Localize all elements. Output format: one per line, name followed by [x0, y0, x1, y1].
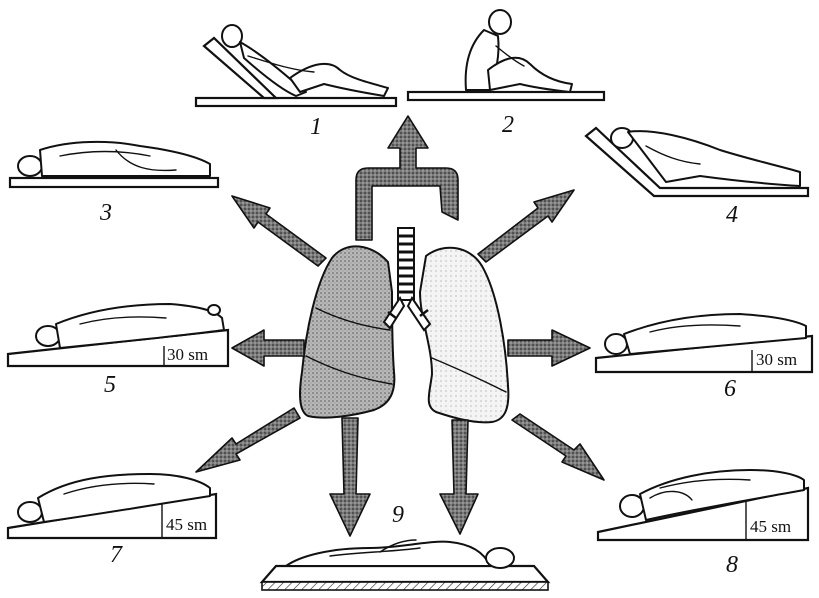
drainage-arrow-6 — [508, 330, 590, 366]
position-5: 30 sm 5 — [8, 304, 228, 398]
drainage-arrow-9b — [440, 420, 478, 534]
elevation-label: 30 sm — [756, 350, 797, 369]
position-6: 30 sm 6 — [596, 314, 812, 402]
patient-figure — [286, 540, 514, 568]
bed-board — [196, 98, 396, 106]
position-label: 7 — [110, 542, 123, 568]
position-4: 4 — [586, 128, 808, 228]
position-label: 2 — [502, 112, 514, 138]
elevation-label: 30 sm — [167, 345, 208, 364]
drainage-arrow-9a — [330, 418, 370, 536]
position-label: 1 — [310, 114, 322, 140]
lungs-trachea-illustration — [300, 228, 508, 422]
patient-figure — [222, 25, 388, 96]
position-label: 3 — [99, 200, 112, 226]
bed-board — [408, 92, 604, 100]
position-label: 5 — [104, 372, 116, 398]
elevation-label: 45 sm — [750, 517, 791, 536]
drainage-arrow-4 — [478, 190, 574, 262]
right-lung — [300, 246, 394, 417]
drainage-arrow-8 — [512, 414, 604, 480]
position-2: 2 — [408, 10, 604, 138]
drainage-arrow-7 — [196, 408, 300, 472]
position-1: 1 — [196, 25, 396, 140]
position-label: 9 — [392, 502, 404, 528]
position-label: 8 — [726, 552, 738, 578]
left-lung — [420, 248, 508, 423]
elevation-label: 45 sm — [166, 515, 207, 534]
bed-board — [10, 178, 218, 187]
drainage-arrow-3 — [232, 196, 326, 266]
position-8: 45 sm 8 — [598, 470, 808, 578]
patient-figure — [466, 10, 572, 92]
drainage-arrow-up — [356, 116, 458, 240]
bed-board — [262, 566, 548, 582]
position-label: 4 — [726, 202, 738, 228]
position-label: 6 — [724, 376, 736, 402]
position-9: 9 — [262, 502, 548, 590]
position-7: 45 sm 7 — [8, 474, 216, 568]
drainage-arrow-5 — [232, 330, 304, 366]
patient-figure — [18, 142, 210, 176]
position-3: 3 — [10, 142, 218, 226]
